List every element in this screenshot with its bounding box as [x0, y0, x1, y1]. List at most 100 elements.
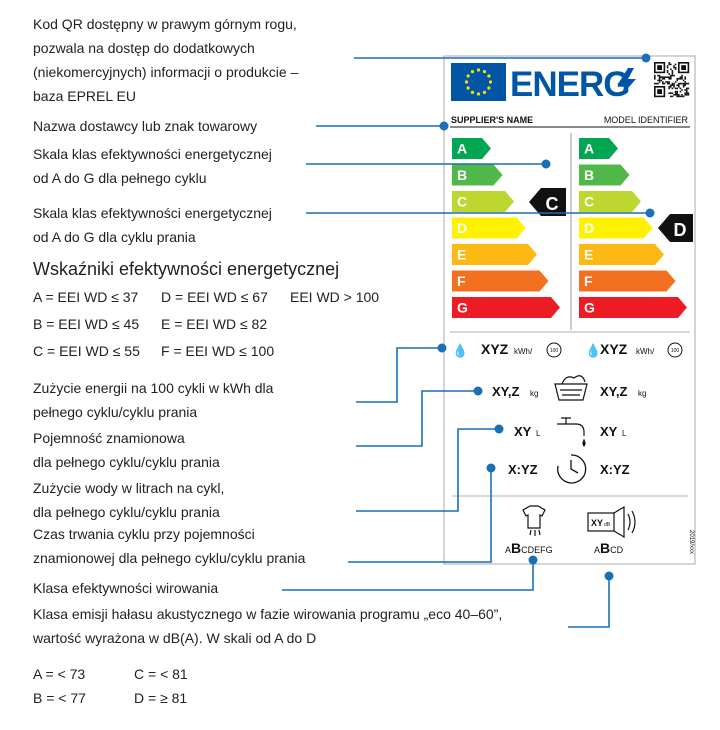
efficiency-scale-wash-cycle: ABCDEFG [579, 138, 687, 318]
noise-scale-item: D = ≥ 81 [134, 690, 188, 706]
water-unit-left: L [536, 429, 541, 438]
annotation-supplier: Nazwa dostawcy lub znak towarowy [33, 118, 258, 134]
capacity-unit-right: kg [638, 389, 646, 398]
class-letter-d: D [584, 220, 594, 236]
class-arrow-a [579, 138, 618, 159]
eei-item: B = EEI WD ≤ 45 [33, 316, 140, 332]
noise-scale-item: A = < 73 [33, 666, 86, 682]
energy-consumption-right: 💧 XYZ kWh/ 100 [585, 341, 683, 358]
eu-star [488, 80, 493, 84]
class-letter-c: C [457, 194, 467, 210]
leader-energy [356, 347, 442, 403]
leader-noise [568, 576, 610, 628]
eu-star [476, 92, 481, 96]
eu-star [466, 86, 470, 90]
annotation-spin: Klasa efektywności wirowania [33, 580, 219, 596]
regulation-number: 2019/xxx [688, 530, 694, 554]
energy-bolt-icon [618, 68, 636, 97]
steam-drops-icon: 💧 [452, 343, 468, 358]
eu-star [466, 74, 470, 78]
class-arrow-a [452, 138, 491, 159]
per-100-cycles-icon [667, 342, 683, 358]
class-arrow-d [452, 217, 526, 239]
spin-scale-a: A [505, 545, 511, 555]
water-value-right: XY [600, 424, 618, 439]
drop-icon: 💧 [585, 343, 601, 358]
class-letter-f: F [457, 273, 466, 289]
speaker-noise-icon [587, 505, 636, 539]
eei-item: A = EEI WD ≤ 37 [33, 289, 139, 305]
leader-water [356, 428, 499, 512]
annotation-capacity: Pojemność znamionowa dla pełnego cyklu/c… [33, 430, 220, 470]
class-letter-e: E [457, 247, 466, 263]
class-arrow-b [579, 164, 630, 186]
class-arrow-g [579, 297, 687, 318]
efficiency-scale-full-cycle: ABCDEFG [452, 138, 560, 318]
class-arrow-f [452, 270, 549, 292]
energy-value-right: XYZ [600, 341, 628, 357]
noise-scale-a: A [594, 545, 600, 555]
eu-star [487, 86, 491, 90]
noise-scale-item: C = < 81 [134, 666, 188, 682]
eu-star [470, 90, 475, 94]
spin-shirt-icon [522, 505, 546, 536]
spin-scale-b: B [511, 540, 521, 556]
noise-unit: dB [604, 522, 611, 528]
capacity-value-right: XY,Z [600, 384, 628, 399]
energy-wordmark: ENERG [510, 65, 629, 104]
annotation-qr: Kod QR dostępny w prawym górnym rogu, po… [33, 16, 299, 104]
capacity-unit-left: kg [530, 389, 538, 398]
class-arrow-g [452, 297, 560, 318]
energy-unit-left: kWh/ [514, 347, 533, 356]
wash-cycle-class-letter: D [674, 220, 687, 240]
eei-item: D = EEI WD ≤ 67 [161, 289, 268, 305]
water-value-left: XY [514, 424, 532, 439]
class-letter-b: B [584, 167, 594, 183]
annotation-scale-wash: Skala klas efektywności energetycznej od… [33, 205, 272, 245]
eu-star [482, 90, 487, 94]
energy-unit-right: kWh/ [636, 347, 655, 356]
noise-value: XY [591, 518, 603, 528]
duration-value-right: X:YZ [600, 462, 630, 477]
class-arrow-f [579, 270, 676, 292]
leader-duration [348, 468, 492, 563]
wash-cycle-class-arrow [658, 214, 693, 242]
capacity-value-left: XY,Z [492, 384, 520, 399]
class-arrow-c [452, 191, 514, 212]
per-100-right: 100 [671, 348, 680, 354]
label-model-identifier: MODEL IDENTIFIER [604, 115, 689, 125]
water-tap-icon [557, 417, 586, 447]
eei-item: EEI WD > 100 [290, 289, 380, 305]
noise-scale: ABCD [594, 540, 624, 556]
eei-item: E = EEI WD ≤ 82 [161, 316, 268, 332]
eu-star [487, 74, 491, 78]
class-letter-d: D [457, 220, 467, 236]
leader-lines [282, 57, 650, 628]
clock-icon [557, 454, 587, 484]
eu-star [464, 80, 469, 84]
class-arrow-b [452, 164, 503, 186]
class-arrow-d [579, 217, 653, 239]
annotation-water: Zużycie wody w litrach na cykl, dla pełn… [33, 480, 225, 520]
qr-code-icon [654, 62, 690, 98]
annotation-duration: Czas trwania cyklu przy pojemności znami… [33, 526, 306, 566]
eei-title: Wskaźniki efektywności energetycznej [33, 259, 340, 279]
noise-scale-item: B = < 77 [33, 690, 86, 706]
class-letter-a: A [457, 141, 467, 157]
full-cycle-class-letter: C [546, 194, 559, 214]
class-letter-g: G [584, 300, 595, 316]
class-arrow-c [579, 191, 641, 212]
duration-value-left: X:YZ [508, 462, 538, 477]
water-unit-right: L [622, 429, 627, 438]
eei-item: F = EEI WD ≤ 100 [161, 343, 275, 359]
class-letter-c: C [584, 194, 594, 210]
eu-star [476, 68, 481, 72]
noise-scale-b: B [600, 540, 610, 556]
eei-item: C = EEI WD ≤ 55 [33, 343, 140, 359]
noise-scale-rest: CD [610, 545, 623, 555]
class-letter-e: E [584, 247, 593, 263]
class-letter-a: A [584, 141, 594, 157]
laundry-basket-icon [554, 375, 588, 401]
label-supplier-name: SUPPLIER'S NAME [451, 115, 533, 125]
class-arrow-e [452, 244, 537, 265]
